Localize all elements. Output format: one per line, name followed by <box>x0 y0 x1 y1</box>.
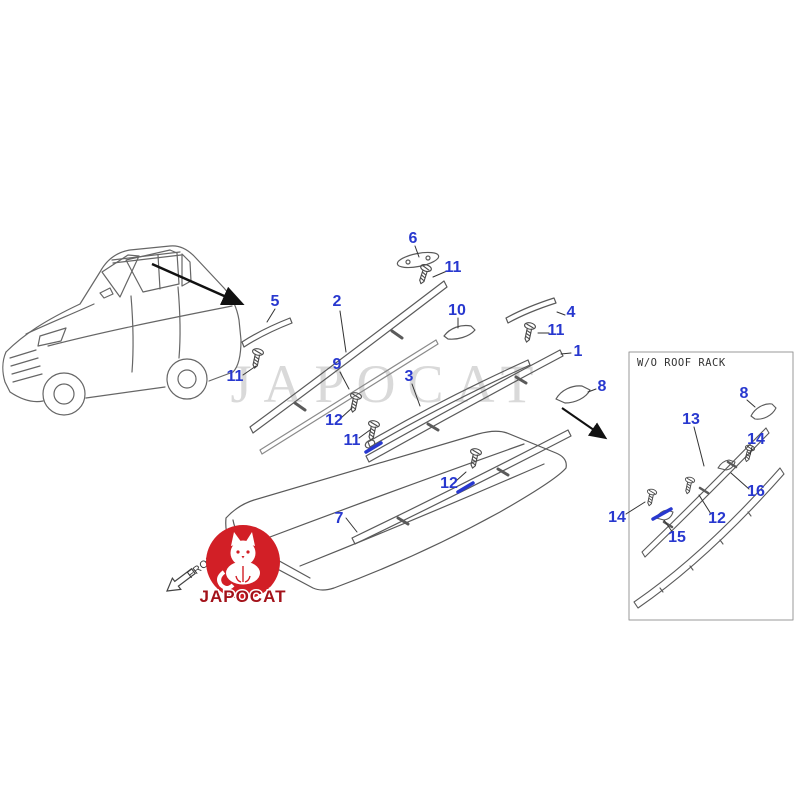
inset-roof-edge <box>633 467 785 609</box>
cat-head <box>230 540 256 566</box>
screw-14-b <box>644 487 658 508</box>
inset-clip-16 <box>717 459 736 471</box>
inset-border <box>628 351 794 621</box>
clip-highlight-15 <box>651 507 673 521</box>
vehicle-sketch <box>2 245 242 416</box>
molding-9 <box>259 339 439 455</box>
end-cap-8 <box>555 385 591 404</box>
screw-11-d <box>364 419 381 442</box>
side-windows <box>125 249 180 293</box>
inset-clip-15 <box>651 507 674 521</box>
logo-text: JAPOCAT <box>200 587 287 606</box>
rear-wheel <box>166 358 208 400</box>
inset-wo-roof-rack: W/O ROOF RACK <box>625 351 794 621</box>
roof-rail-7 <box>351 429 572 545</box>
screw-11-c <box>520 321 537 344</box>
windshield <box>101 254 140 298</box>
watermark-text: JAPOCAT <box>230 354 545 414</box>
front-arrow-outline <box>166 567 197 592</box>
roof-rail-2 <box>249 280 448 434</box>
cat-tail <box>217 570 235 590</box>
finisher-4 <box>505 297 557 324</box>
pointer-arrow <box>151 262 245 306</box>
inset-title: W/O ROOF RACK <box>637 357 726 369</box>
pointer-arrow-2 <box>561 407 608 440</box>
inset-leader-lines <box>625 399 756 534</box>
finisher-5 <box>241 317 293 348</box>
side-mirror <box>99 287 114 299</box>
clip-10 <box>443 324 476 340</box>
front-wheel <box>42 372 86 416</box>
bracket-6 <box>396 251 440 269</box>
screw-12-c <box>682 475 696 496</box>
exploded-view <box>225 245 597 591</box>
headlight <box>37 327 67 347</box>
leader-lines <box>242 245 597 533</box>
grille-lines <box>9 349 43 383</box>
japocat-logo: JAPOCAT <box>198 525 287 608</box>
inset-cap-8 <box>750 403 777 420</box>
screw-12-b <box>466 447 483 470</box>
roof-rail-1 <box>365 349 564 463</box>
clip-highlight <box>364 441 475 494</box>
roof-rails-on-car <box>111 251 182 264</box>
inset-rail-13 <box>641 427 770 558</box>
